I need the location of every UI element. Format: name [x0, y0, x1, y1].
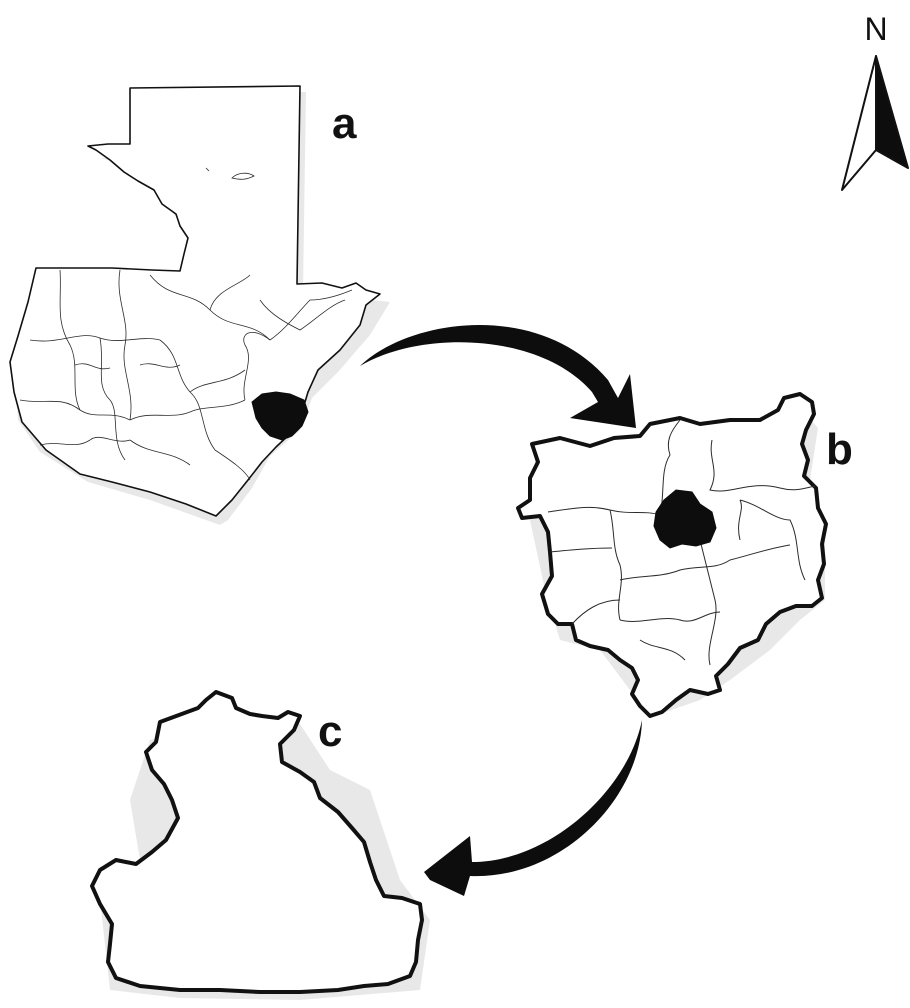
map-a-highlighted-department — [251, 391, 309, 441]
panel-label-b: b — [826, 425, 853, 474]
arrow-b-to-c — [424, 720, 642, 896]
north-label: N — [864, 11, 887, 47]
map-a-outline — [9, 85, 381, 517]
map-b-highlighted-municipality — [653, 489, 717, 549]
north-arrow-icon: N — [841, 11, 909, 191]
panel-label-a: a — [332, 99, 357, 148]
map-a-lake-2 — [205, 167, 210, 172]
map-b-municipality-lines — [547, 419, 816, 666]
panel-label-c: c — [318, 707, 342, 756]
map-a-country — [9, 85, 390, 525]
map-a-lake — [231, 172, 255, 180]
map-b-outline — [516, 392, 828, 718]
map-b-department — [516, 392, 828, 718]
map-c-outline — [90, 690, 424, 994]
arrow-a-to-b — [360, 324, 636, 428]
map-a-department-lines — [19, 269, 353, 481]
map-c-municipality — [90, 690, 430, 1000]
